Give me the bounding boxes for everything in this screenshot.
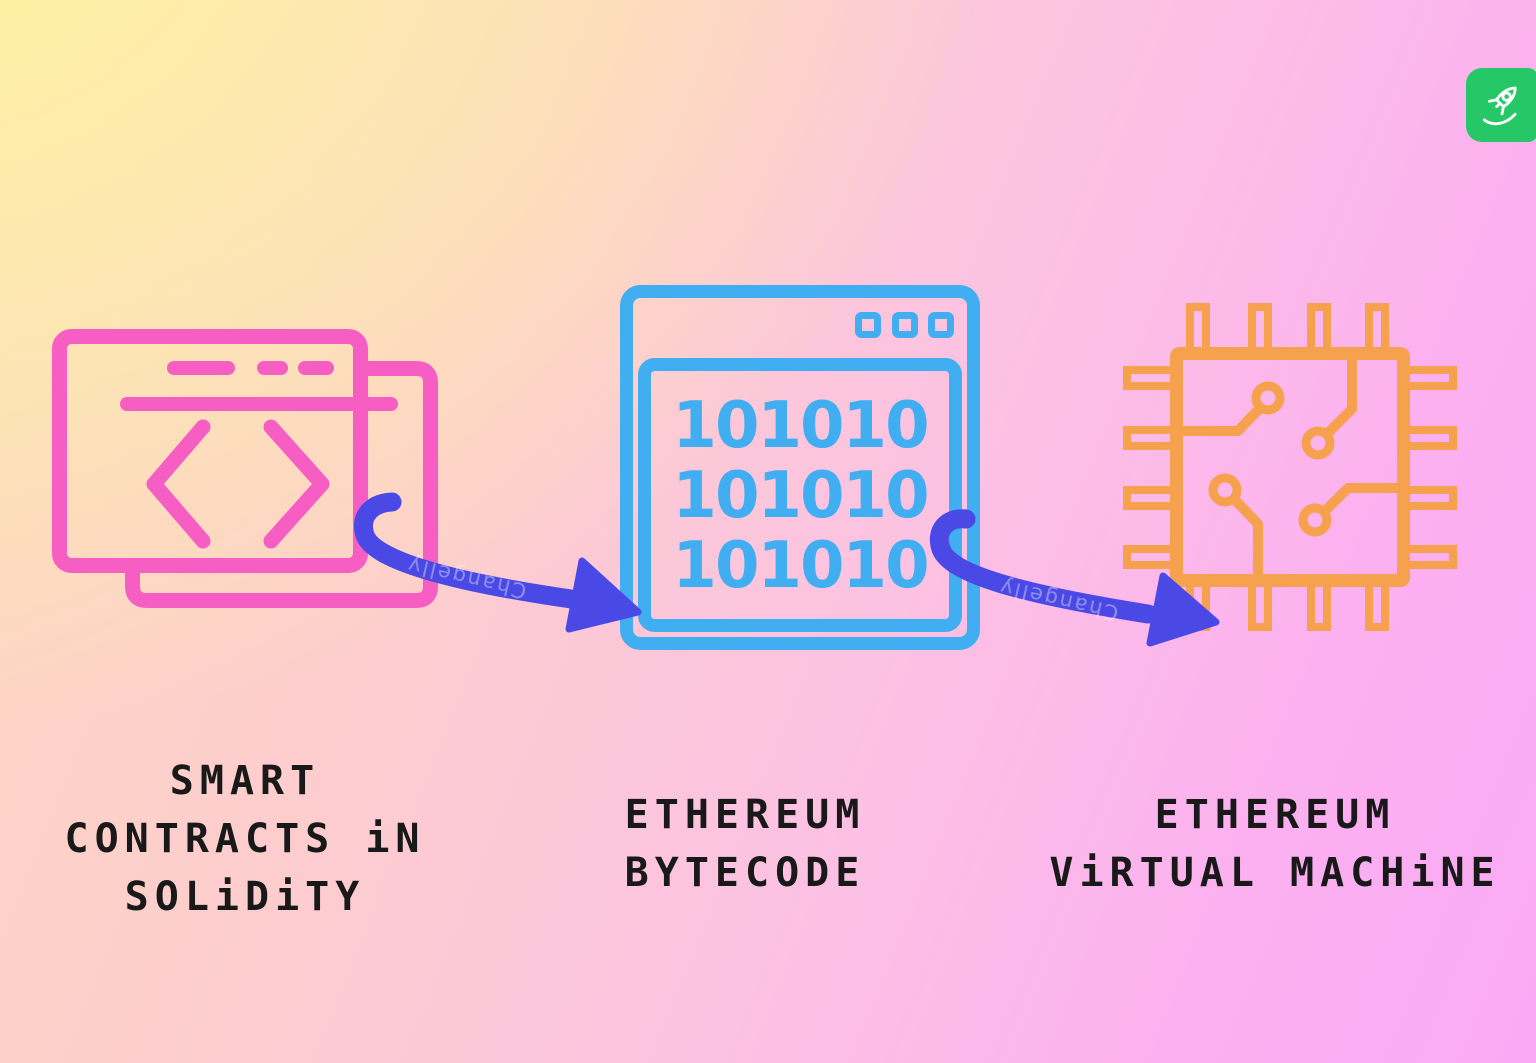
code-window-icon [52,329,438,608]
arrow-head-icon [1146,572,1220,647]
flow-arrow-1: Changelly [354,492,642,633]
label-line: SMART [169,758,321,804]
binary-panel-outline [638,358,962,632]
chip-circuit-traces [1178,349,1407,585]
code-bracket-right-icon [263,419,330,549]
window-button-icon [892,312,918,338]
chip-pins-top [1186,303,1389,356]
label-ethereum-virtual-machine: ETHEREUM ViRTUAL MACHiNE [1030,786,1520,902]
arrow-shaft [354,492,588,610]
label-ethereum-bytecode: ETHEREUM BYTECODE [530,786,960,902]
binary-line: 101010 [672,459,927,533]
label-smart-contracts-in-solidity: SMART CONTRACTS iN SOLiDiTY [30,752,460,926]
binary-code-window-icon: 101010 101010 101010 [620,285,980,650]
front-window-outline [52,329,368,573]
label-line: ViRTUAL MACHiNE [1049,850,1501,896]
binary-line: 101010 [672,529,927,603]
cpu-chip-icon [1123,303,1457,631]
chip-body-outline [1170,347,1410,587]
window-button-icon [855,312,881,338]
arrow-shaft [930,509,1158,624]
label-line: SOLiDiTY [124,874,366,920]
window-button-icon [928,312,954,338]
binary-line: 101010 [672,389,927,463]
chip-pins-right [1406,366,1457,569]
arrow-head-icon [565,557,642,633]
label-line: CONTRACTS iN [64,816,426,862]
back-window-outline [125,361,438,608]
binary-window-outline [620,285,980,650]
label-line: BYTECODE [624,850,866,896]
label-line: ETHEREUM [624,792,866,838]
code-bracket-left-icon [146,419,211,549]
rocket-icon [1482,86,1517,126]
label-line: ETHEREUM [1154,792,1396,838]
watermark-text: Changelly [996,574,1121,625]
changelly-logo-badge [1466,68,1536,142]
chip-pins-left [1123,366,1174,569]
